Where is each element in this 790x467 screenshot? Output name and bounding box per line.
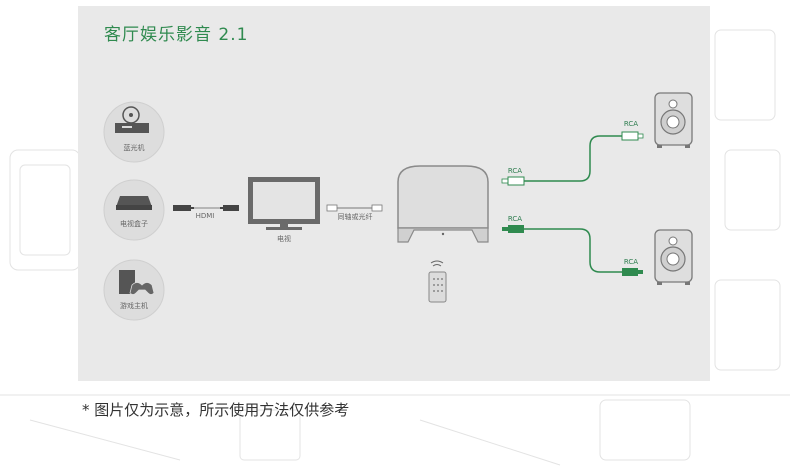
optical-cable: 同轴或光纤	[326, 204, 383, 221]
speaker-top	[654, 92, 693, 148]
optical-label: 同轴或光纤	[338, 212, 373, 221]
footnote: * 图片仅为示意，所示使用方法仅供参考	[82, 401, 350, 419]
hdmi-cable: HDMI	[173, 205, 239, 220]
tvbox-source: 电视盒子	[103, 179, 165, 241]
rca-label-bottom-right: RCA	[624, 258, 638, 266]
subwoofer-device	[397, 165, 489, 243]
game-console-icon	[119, 270, 155, 295]
rca-label-top-right: RCA	[624, 120, 638, 128]
rca-cable-bottom: RCA RCA	[502, 215, 643, 276]
speaker-bottom	[654, 229, 693, 285]
tv-label: 电视	[277, 234, 291, 243]
diagram-panel	[78, 6, 710, 381]
bluray-icon	[115, 106, 149, 133]
rca-cable-top: RCA RCA	[501, 120, 644, 186]
bluray-label: 蓝光机	[124, 143, 145, 152]
diagram-title: 客厅娱乐影音 2.1	[104, 25, 249, 45]
console-source: 游戏主机	[103, 259, 165, 321]
tvbox-icon	[116, 196, 152, 210]
console-label: 游戏主机	[120, 301, 148, 310]
tvbox-label: 电视盒子	[120, 219, 148, 228]
tv-device: 电视	[248, 177, 320, 243]
remote-control	[428, 260, 447, 303]
hdmi-label: HDMI	[196, 212, 215, 220]
bluray-source: 蓝光机	[103, 101, 165, 163]
rca-label-top-left: RCA	[508, 167, 522, 175]
rca-label-bottom-left: RCA	[508, 215, 522, 223]
